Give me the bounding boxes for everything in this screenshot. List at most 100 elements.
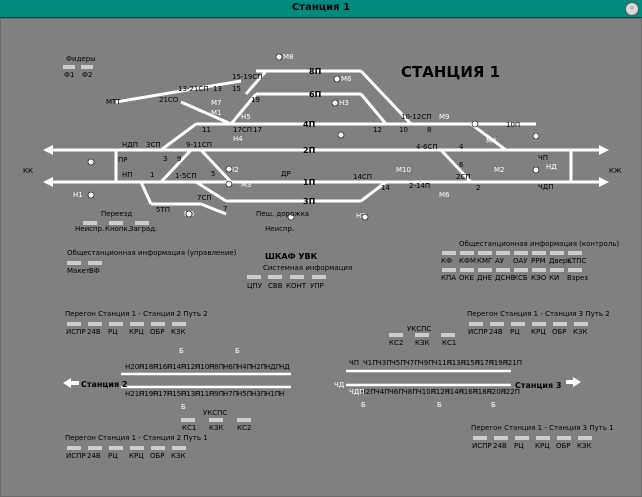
info-label: КПА — [441, 274, 456, 282]
indicator — [460, 268, 474, 272]
signal-label[interactable]: М8 — [283, 53, 294, 61]
signal-label[interactable]: Н1 — [73, 191, 83, 199]
signal-light-icon[interactable] — [185, 210, 193, 218]
haul-label: ИСПР — [472, 442, 492, 450]
signal-light-icon[interactable] — [87, 158, 95, 166]
section-label: 7СП — [197, 194, 212, 202]
haul-label: 24В — [87, 328, 101, 336]
signal-label[interactable]: М3 — [241, 181, 252, 189]
signal-light-icon[interactable] — [471, 120, 479, 128]
arrow-shaft — [566, 380, 574, 384]
signal-label[interactable]: М9 — [439, 113, 450, 121]
signal-light-icon[interactable] — [225, 165, 233, 173]
signal-label[interactable]: М4 — [486, 137, 497, 145]
indicator — [88, 322, 102, 326]
section-label: 1-5СП — [175, 172, 197, 180]
indicator — [181, 418, 195, 422]
section-label: Н21П — [125, 390, 144, 398]
signal-light-icon[interactable] — [331, 99, 339, 107]
approach-arrows — [43, 145, 609, 187]
route-label: КК — [23, 167, 33, 175]
section-label: 5ТП — [156, 206, 170, 214]
indicator-label: КС1 — [442, 339, 456, 347]
signal-label[interactable]: НД — [546, 163, 557, 171]
haul-left-2: Перегон Станция 1 - Станция 2 Путь 2ИСПР… — [65, 310, 208, 336]
haul-label: ИСПР — [468, 328, 488, 336]
info-label: АУ — [495, 257, 505, 265]
haul-label: 24В — [489, 328, 503, 336]
switch-label: 12 — [373, 126, 382, 134]
left-arrow-icon — [63, 378, 71, 388]
signal-label[interactable]: М6 — [341, 75, 352, 83]
cabinet-indicators: ЦПУ СВВ КОНТ УПР — [247, 275, 326, 290]
indicator — [568, 268, 582, 272]
signal-light-icon[interactable] — [225, 180, 233, 188]
section-label: Ч6П — [389, 388, 404, 396]
info-label: ОАУ — [513, 257, 528, 265]
info-label: КСБ — [513, 274, 528, 282]
track-label: 1П — [303, 178, 315, 187]
signal-label[interactable]: М1 — [211, 109, 222, 117]
route-label: НП — [122, 171, 133, 179]
switch-labels: 21СО 13-21СП 13 15 15-19СП 19 11 17СП 17… — [146, 73, 480, 214]
signal-label[interactable]: НЗ — [356, 212, 366, 220]
signal-label[interactable]: НЗ — [339, 99, 349, 107]
signal-label[interactable]: Н5 — [241, 113, 251, 121]
switch-label: 8 — [427, 126, 431, 134]
section-label: Ч14П — [445, 388, 464, 396]
indicator — [312, 275, 326, 279]
indicator — [460, 251, 474, 255]
indicator — [574, 322, 588, 326]
indicator-label: ЦПУ — [247, 282, 263, 290]
switch-label: 7 — [223, 205, 227, 213]
signal-label[interactable]: Н2 — [229, 166, 239, 174]
signal-light-icon[interactable] — [287, 213, 295, 221]
signal-light-icon[interactable] — [337, 131, 345, 139]
switch-label: 5 — [211, 170, 215, 178]
indicator — [557, 436, 571, 440]
signal-label[interactable]: М10 — [396, 166, 411, 174]
indicator — [568, 251, 582, 255]
close-icon[interactable]: ◦ — [625, 2, 639, 16]
section-label: Б — [179, 347, 184, 355]
signal-light-icon[interactable] — [532, 166, 540, 174]
section-label: Н20П — [125, 363, 144, 371]
track-line — [439, 148, 473, 184]
signal-light-icon[interactable] — [275, 53, 283, 61]
signal-light-icon[interactable] — [532, 132, 540, 140]
info-label: КФМ — [459, 257, 476, 265]
info-label: КФ — [441, 257, 452, 265]
signal-light-icon[interactable] — [87, 191, 95, 199]
section-label: Н14П — [167, 363, 186, 371]
ped-crossing-status: Неиспр. — [265, 225, 294, 233]
haul-right-2: Перегон Станция 1 - Станция 3 Путь 2ИСПР… — [467, 310, 610, 336]
section-label: Ч18П — [473, 388, 492, 396]
indicator — [130, 446, 144, 450]
signal-label[interactable]: М2 — [494, 166, 505, 174]
section-label: Н2П — [251, 363, 266, 371]
signal-label[interactable]: М7 — [211, 99, 222, 107]
section-label: Б — [491, 401, 496, 409]
indicator — [88, 446, 102, 450]
route-label: МТТ — [106, 98, 121, 106]
signal-light-icon[interactable] — [333, 75, 341, 83]
switch-label: 11 — [202, 126, 211, 134]
signal-light-icon[interactable] — [361, 213, 369, 221]
indicator — [415, 333, 429, 337]
crossing-label: Кнопк. — [105, 225, 130, 233]
track-line — [180, 100, 232, 126]
section-label: 3СП — [146, 141, 161, 149]
section-label: 13-21СП — [178, 85, 209, 93]
crossing-label: Неиспр. — [75, 225, 104, 233]
signal-label[interactable]: Н4 — [233, 135, 243, 143]
indicator — [389, 333, 403, 337]
section-label: ЧП — [349, 359, 359, 367]
section-label: Н8П — [209, 363, 224, 371]
route-label: ПР — [118, 156, 128, 164]
section-label: Ч2П — [361, 388, 376, 396]
left-arrow-icon — [43, 177, 53, 187]
indicator — [290, 275, 304, 279]
switch-label: 13 — [213, 85, 222, 93]
signal-label[interactable]: М6 — [439, 191, 450, 199]
section-label: Ч7П — [405, 359, 420, 367]
